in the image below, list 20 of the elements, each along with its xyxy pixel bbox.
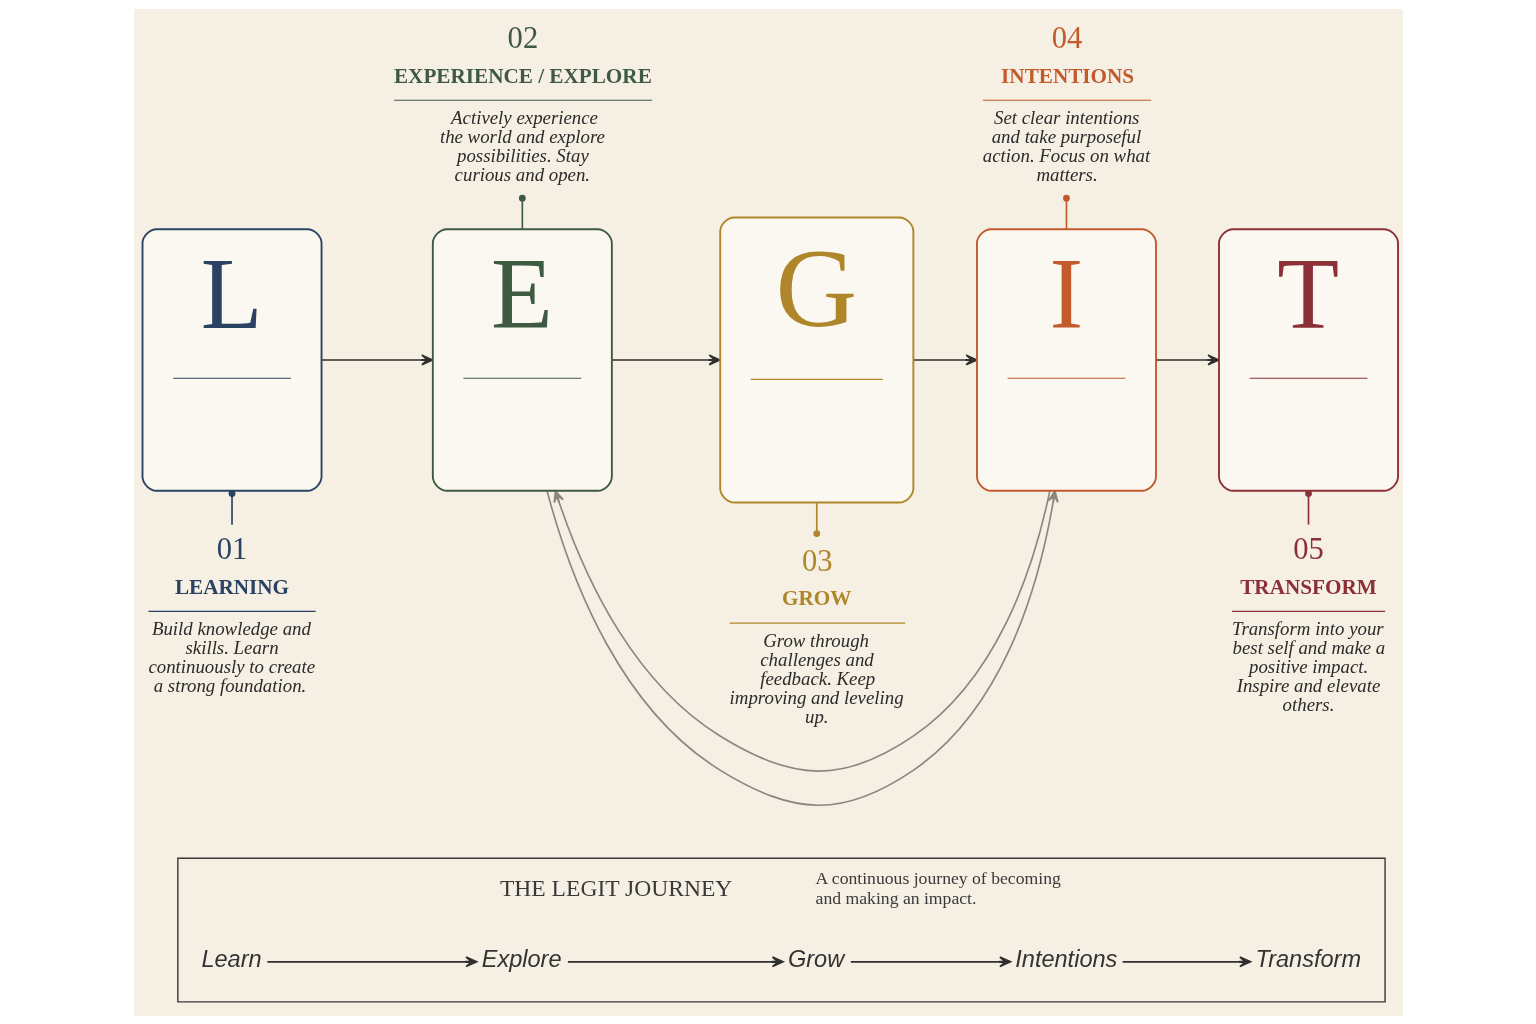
node-label: Set clear intentions and take purposeful action. Focus on what matters.	[982, 106, 1150, 185]
node-label: LEARNING	[174, 574, 289, 599]
node-text: Learn	[200, 945, 262, 972]
node-text: Transform	[1255, 945, 1361, 972]
node-label: GROW	[781, 585, 851, 610]
node-label: Grow through challenges and feedback. Keep improving and leveling up.	[729, 629, 904, 726]
node-label: 02	[507, 20, 538, 55]
node-label: Actively experience the world and explore possibilities. Stay curious and open.	[439, 106, 605, 185]
node-label: 05	[1292, 531, 1324, 566]
node-label: EXPERIENCE / EXPLORE	[393, 62, 652, 87]
node-label: 03	[801, 543, 833, 578]
node-text: Intentions	[1014, 945, 1117, 972]
node-label: TRANSFORM	[1239, 574, 1377, 599]
node-text: Explore	[481, 945, 562, 972]
node-text: Grow	[787, 945, 844, 972]
node-label: 04	[1051, 20, 1082, 55]
node-label: Transform into your best self and make a positive impact. Inspire and elevate others.	[1231, 617, 1385, 715]
node-label: INTENTIONS	[1000, 62, 1134, 87]
node-label: 01	[216, 531, 247, 566]
node-label: Build knowledge and skills. Learn continuously to create a strong foundation.	[147, 617, 315, 696]
